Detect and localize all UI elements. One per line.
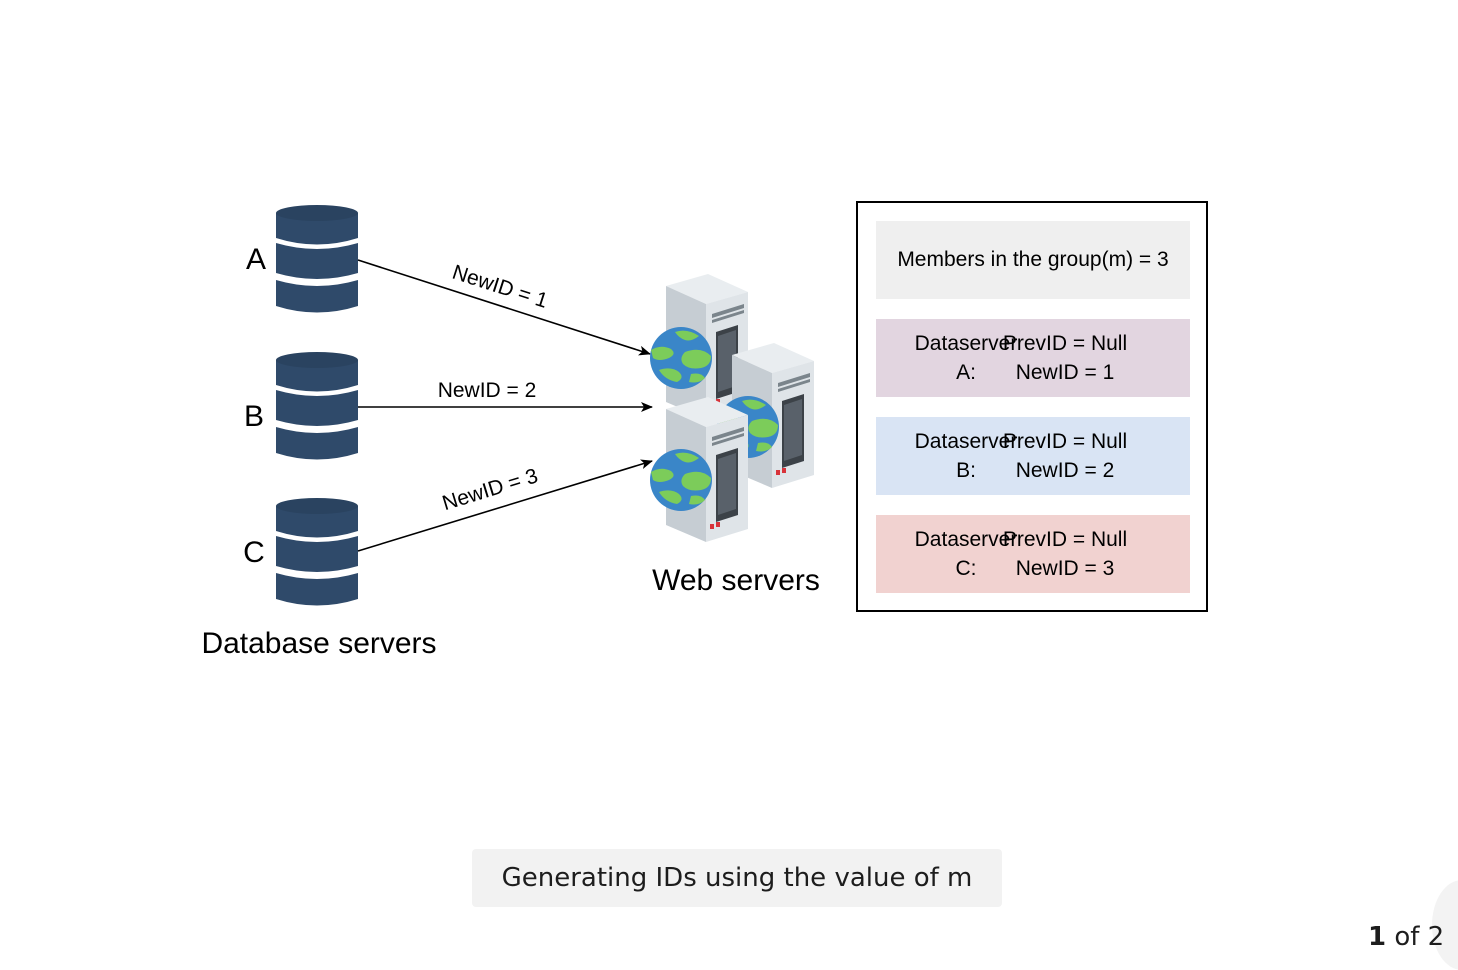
arrow-label-b: NewID = 2 [438, 379, 537, 402]
globe-icon [650, 449, 712, 511]
database-label-a: A [246, 243, 266, 276]
slide-caption-text: Generating IDs using the value of m [501, 863, 973, 893]
dataserver-a-box: Dataserver A: PrevID = Null NewID = 1 [876, 319, 1190, 397]
slide-current: 1 [1368, 922, 1387, 952]
dataserver-c-name: Dataserver C: [876, 525, 1056, 583]
dataserver-a-prev-id: PrevID = Null [1002, 332, 1128, 355]
database-icon [276, 498, 358, 606]
dataserver-c-name-line2: C: [955, 557, 977, 580]
dataserver-c-box: Dataserver C: PrevID = Null NewID = 3 [876, 515, 1190, 593]
database-servers-label: Database servers [201, 627, 436, 660]
dataserver-a-name: Dataserver A: [876, 329, 1056, 387]
dataserver-b-new-id: NewID = 2 [1015, 459, 1115, 482]
dataserver-a-values: PrevID = Null NewID = 1 [998, 329, 1132, 387]
database-icon [276, 352, 358, 460]
dataserver-b-box: Dataserver B: PrevID = Null NewID = 2 [876, 417, 1190, 495]
arrow-label-c: NewID = 3 [440, 464, 541, 515]
dataserver-b-values: PrevID = Null NewID = 2 [998, 427, 1132, 485]
dataserver-c-name-line1: Dataserver [914, 528, 1018, 551]
dataserver-b-name-line1: Dataserver [914, 430, 1018, 453]
web-servers-label: Web servers [652, 564, 820, 597]
members-count-text: Members in the group(m) = 3 [897, 248, 1169, 271]
dataserver-c-new-id: NewID = 3 [1015, 557, 1115, 580]
arrow-c-to-web [357, 459, 653, 552]
dataserver-a-name-line1: Dataserver [914, 332, 1018, 355]
dataserver-b-prev-id: PrevID = Null [1002, 430, 1128, 453]
slide-pager: 1 of 2 [1368, 922, 1446, 952]
database-label-b: B [244, 400, 264, 433]
slide-caption: Generating IDs using the value of m [472, 849, 1002, 907]
dataserver-c-prev-id: PrevID = Null [1002, 528, 1128, 551]
dataserver-b-name: Dataserver B: [876, 427, 1056, 485]
database-label-c: C [243, 536, 265, 569]
slide-total: of 2 [1386, 922, 1445, 952]
dataserver-b-name-line2: B: [956, 459, 976, 482]
dataserver-c-values: PrevID = Null NewID = 3 [998, 525, 1132, 583]
database-icon [276, 205, 358, 313]
dataserver-a-new-id: NewID = 1 [1015, 361, 1115, 384]
dataserver-a-name-line2: A: [956, 361, 976, 384]
globe-icon [650, 327, 712, 389]
members-count-box: Members in the group(m) = 3 [876, 221, 1190, 299]
arrow-a-to-web [357, 259, 651, 356]
